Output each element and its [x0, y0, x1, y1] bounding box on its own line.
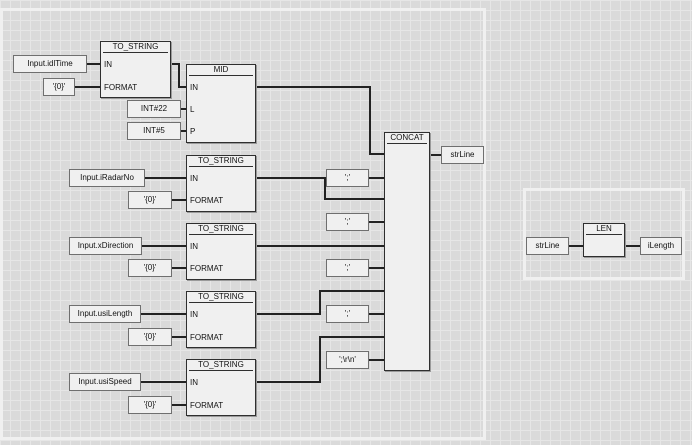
- input-usispeed[interactable]: Input.usiSpeed: [69, 373, 141, 391]
- format-constant-3[interactable]: '{0}': [128, 259, 172, 277]
- separator-constant-1[interactable]: ';': [326, 169, 369, 187]
- block-title: TO_STRING: [189, 156, 253, 167]
- network-2-region: [523, 188, 685, 280]
- pin-format: FORMAT: [104, 83, 138, 92]
- separator-constant-3[interactable]: ';': [326, 259, 369, 277]
- mid-l-constant[interactable]: INT#22: [127, 100, 181, 118]
- wire-tostring1-mid: [171, 63, 186, 88]
- wire-tostring5-concat: [256, 336, 384, 383]
- concat-block[interactable]: CONCAT: [384, 132, 430, 371]
- block-title: MID: [189, 65, 253, 76]
- to-string-block-2[interactable]: TO_STRING IN FORMAT: [186, 155, 256, 212]
- output-ilength[interactable]: iLength: [640, 237, 682, 255]
- block-title: TO_STRING: [103, 42, 168, 53]
- to-string-block-4[interactable]: TO_STRING IN FORMAT: [186, 291, 256, 348]
- pin-in: IN: [190, 310, 198, 319]
- output-strline[interactable]: strLine: [441, 146, 484, 164]
- input-xdirection[interactable]: Input.xDirection: [69, 237, 142, 255]
- len-block[interactable]: LEN: [583, 223, 625, 257]
- format-constant-1[interactable]: '{0}': [43, 78, 75, 96]
- mid-p-constant[interactable]: INT#5: [127, 122, 181, 140]
- block-title: LEN: [586, 224, 622, 235]
- format-constant-2[interactable]: '{0}': [128, 191, 172, 209]
- network-1-region: [0, 8, 486, 440]
- pin-in: IN: [190, 242, 198, 251]
- wire-mid-concat: [256, 86, 384, 155]
- separator-constant-2[interactable]: ';': [326, 213, 369, 231]
- to-string-block-3[interactable]: TO_STRING IN FORMAT: [186, 223, 256, 280]
- input-idltime[interactable]: Input.idlTime: [13, 55, 87, 73]
- block-title: TO_STRING: [189, 292, 253, 303]
- block-title: TO_STRING: [189, 360, 253, 371]
- pin-format: FORMAT: [190, 333, 224, 342]
- block-title: CONCAT: [387, 133, 427, 144]
- separator-constant-4[interactable]: ';': [326, 305, 369, 323]
- separator-constant-5[interactable]: ';\r\n': [326, 351, 369, 369]
- format-constant-4[interactable]: '{0}': [128, 328, 172, 346]
- to-string-block-1[interactable]: TO_STRING IN FORMAT: [100, 41, 171, 98]
- pin-in: IN: [190, 378, 198, 387]
- mid-block[interactable]: MID IN L P: [186, 64, 256, 143]
- pin-in: IN: [190, 174, 198, 183]
- pin-l: L: [190, 105, 195, 114]
- pin-in: IN: [104, 60, 112, 69]
- pin-p: P: [190, 127, 196, 136]
- pin-format: FORMAT: [190, 264, 224, 273]
- len-input-strline[interactable]: strLine: [526, 237, 569, 255]
- to-string-block-5[interactable]: TO_STRING IN FORMAT: [186, 359, 256, 416]
- input-radarno[interactable]: Input.iRadarNo: [69, 169, 145, 187]
- block-title: TO_STRING: [189, 224, 253, 235]
- wire-tostring4-concat: [256, 290, 384, 315]
- pin-format: FORMAT: [190, 196, 224, 205]
- format-constant-5[interactable]: '{0}': [128, 396, 172, 414]
- pin-format: FORMAT: [190, 401, 224, 410]
- wire-tostring2-concat: [256, 177, 384, 200]
- pin-in: IN: [190, 83, 198, 92]
- input-usilength[interactable]: Input.usiLength: [69, 305, 141, 323]
